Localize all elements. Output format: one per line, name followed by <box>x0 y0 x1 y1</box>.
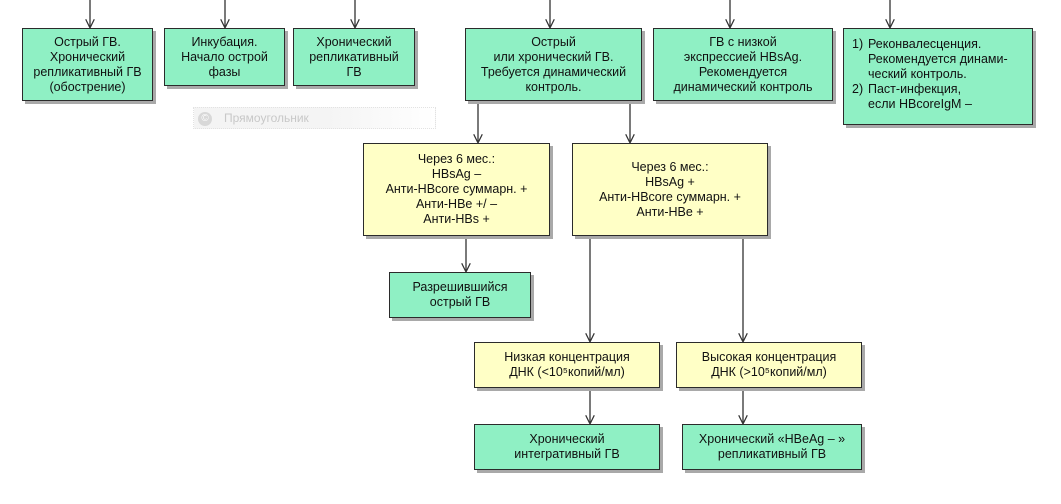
node-low-expression: ГВ с низкой экспрессией HBsAg. Рекоменду… <box>653 28 833 101</box>
node-text-line: Через 6 мес.: <box>631 159 709 174</box>
list-number: 1) <box>852 37 864 51</box>
list-number: 2) <box>852 82 864 96</box>
node-text-line: острый ГВ <box>429 295 491 309</box>
node-text-line: Острый ГВ. <box>54 34 121 49</box>
node-text-line: (обострение) <box>49 79 126 94</box>
node-text-line: HBsAg + <box>645 174 695 189</box>
node-after6-negative: Через 6 мес.: HBsAg – Анти-HBcore суммар… <box>363 143 550 236</box>
node-text-line: репликативный <box>309 49 399 64</box>
node-high-dna: Высокая концентрация ДНК (>10⁵копий/мл) <box>676 342 862 388</box>
node-text-line: Анти-HBe + <box>636 204 704 219</box>
list-item: 1) Реконвалесценция. Рекомендуется динам… <box>852 37 1008 82</box>
ghost-rectangle-tooltip: © Прямоугольник <box>193 107 436 129</box>
node-text-line: или хронический ГВ. <box>493 49 614 64</box>
node-text-line: Инкубация. <box>191 34 258 49</box>
node-resolved-acute: Разрешившийся острый ГВ <box>389 272 531 318</box>
node-after6-positive: Через 6 мес.: HBsAg + Анти-HBcore суммар… <box>572 143 768 236</box>
node-text-line: Анти-HBcore суммарн. + <box>599 189 741 204</box>
node-text-line: репликативный ГВ <box>33 64 142 79</box>
node-text-line: Требуется динамический <box>480 64 627 79</box>
node-acute-chronic-exacerbation: Острый ГВ. Хронический репликативный ГВ … <box>22 28 153 101</box>
node-chronic-integrative: Хронический интегративный ГВ <box>474 424 660 470</box>
node-low-dna: Низкая концентрация ДНК (<10⁵копий/мл) <box>474 342 660 388</box>
list-item: 2) Паст-инфекция, если HBcoreIgM – <box>852 82 972 112</box>
node-text-line: контроль. <box>525 79 582 94</box>
node-text-line: Начало острой <box>181 49 268 64</box>
node-text-line: Анти-HBcore суммарн. + <box>385 182 528 196</box>
node-text-line: Высокая концентрация <box>701 350 837 364</box>
node-text-line: Разрешившийся <box>412 280 508 294</box>
node-text-line: Через 6 мес.: <box>417 152 496 166</box>
node-text-line: если HBcoreIgM – <box>868 97 972 111</box>
node-text-line: ДНК (>10⁵копий/мл) <box>711 365 827 379</box>
node-reconvalescence: 1) Реконвалесценция. Рекомендуется динам… <box>843 28 1033 125</box>
node-text-line: Реконвалесценция. <box>868 37 982 51</box>
node-text-line: ГВ с низкой <box>709 34 777 49</box>
node-text-line: Низкая концентрация <box>504 350 630 364</box>
node-text-line: ческий контроль. <box>868 67 967 81</box>
node-chronic-hbeag-negative: Хронический «HBeAg – » репликативный ГВ <box>682 424 862 470</box>
node-text-line: динамический контроль <box>673 79 813 94</box>
node-acute-or-chronic: Острый или хронический ГВ. Требуется дин… <box>465 28 642 101</box>
node-text-line: интегративный ГВ <box>514 447 620 461</box>
node-text-line: Хронический <box>49 49 126 64</box>
node-text-line: Паст-инфекция, <box>868 82 962 96</box>
copyright-icon: © <box>198 111 212 126</box>
node-text-line: Хронический «HBeAg – » <box>698 432 846 446</box>
node-chronic-replicative: Хронический репликативный ГВ <box>293 28 415 86</box>
ghost-rectangle-label: Прямоугольник <box>224 111 309 125</box>
node-text-line: экспрессией HBsAg. <box>683 49 803 64</box>
node-incubation: Инкубация. Начало острой фазы <box>164 28 285 86</box>
node-text-line: репликативный ГВ <box>717 447 827 461</box>
node-text-line: фазы <box>208 64 241 79</box>
node-text-line: Рекомендуется <box>698 64 788 79</box>
node-text-line: ГВ <box>346 64 362 79</box>
node-text-line: Рекомендуется динами- <box>868 52 1008 66</box>
node-text-line: HBsAg – <box>431 167 482 181</box>
list-item-body: Паст-инфекция, если HBcoreIgM – <box>868 82 972 112</box>
node-text-line: Анти-HBe +/ – <box>415 197 498 211</box>
node-text-line: Хронический <box>529 432 605 446</box>
node-text-line: Острый <box>531 34 576 49</box>
node-text-line: ДНК (<10⁵копий/мл) <box>509 365 625 379</box>
list-item-body: Реконвалесценция. Рекомендуется динами- … <box>868 37 1008 82</box>
node-text-line: Хронический <box>316 34 392 49</box>
node-text-line: Анти-HBs + <box>423 212 490 226</box>
